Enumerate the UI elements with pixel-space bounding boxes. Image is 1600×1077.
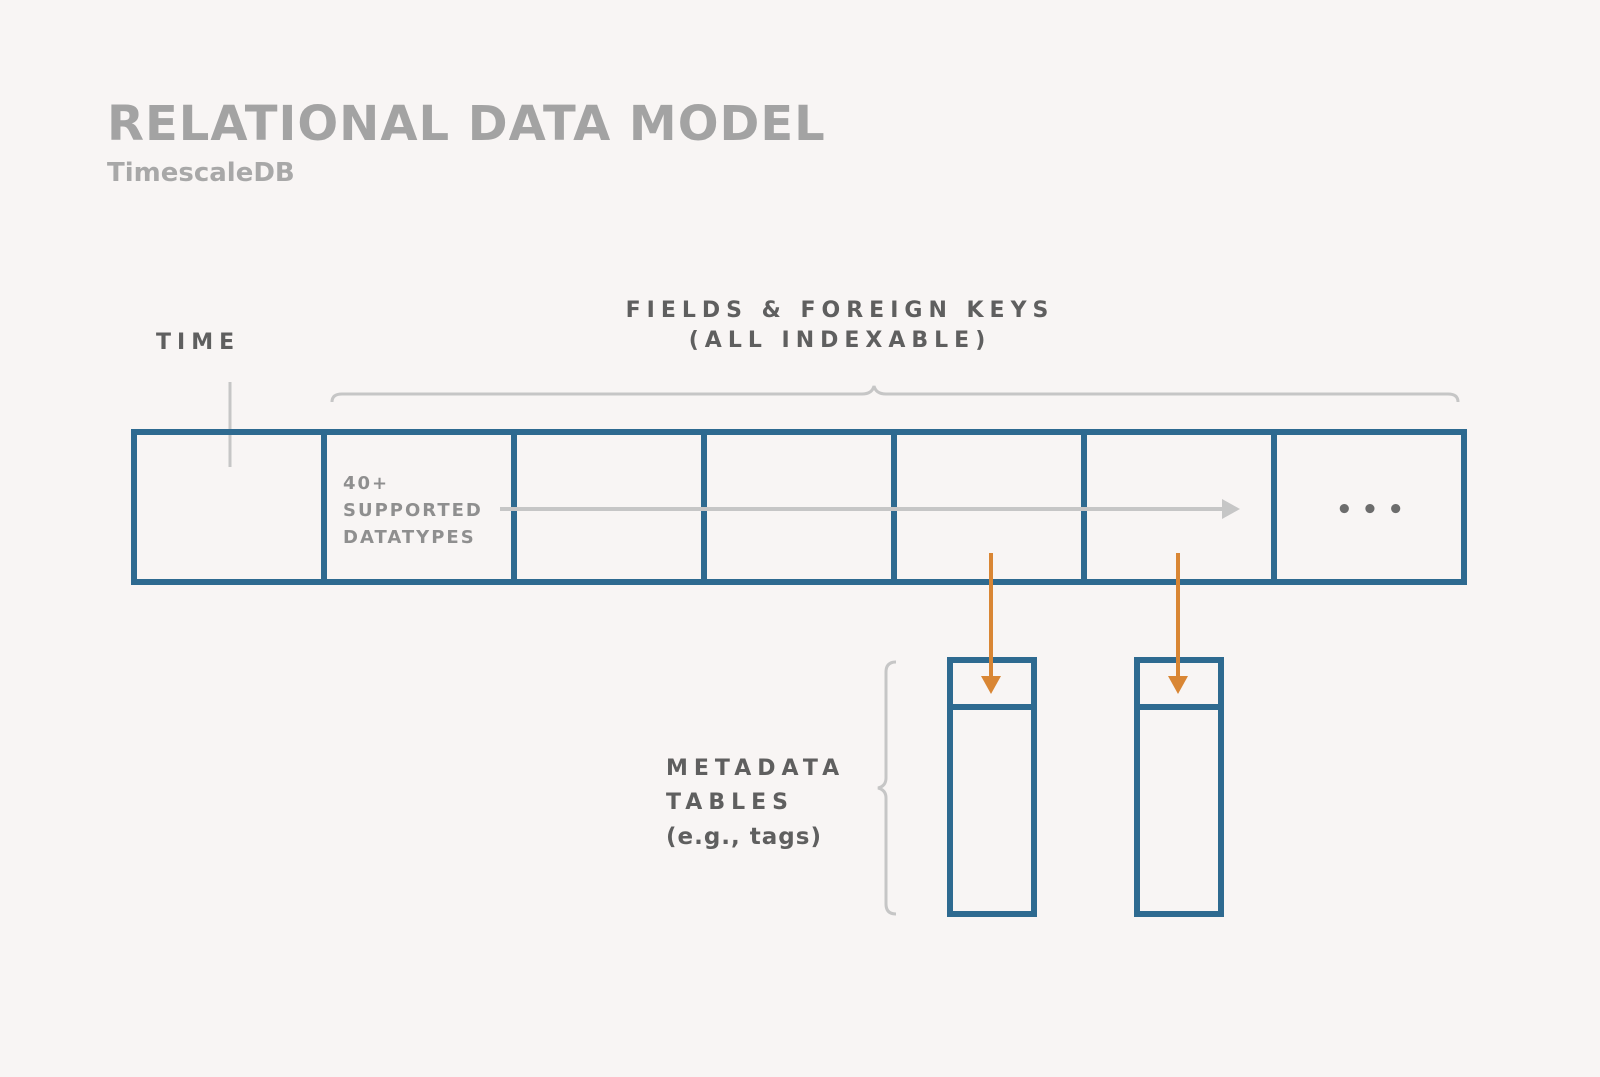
datatypes-label: 40+ SUPPORTED DATATYPES bbox=[343, 470, 483, 551]
diagram-title: RELATIONAL DATA MODEL bbox=[107, 96, 826, 152]
foreign-key-arrow-1-head bbox=[981, 676, 1001, 694]
datatypes-label-line2: SUPPORTED bbox=[343, 500, 483, 521]
metadata-table-1 bbox=[947, 657, 1037, 917]
metadata-label-line3: (e.g., tags) bbox=[666, 824, 822, 850]
row-cell-more bbox=[1271, 429, 1467, 585]
fields-label-line1: FIELDS & FOREIGN KEYS bbox=[625, 298, 1055, 323]
diagram-subtitle: TimescaleDB bbox=[107, 158, 295, 188]
time-column-label: TIME bbox=[156, 330, 241, 355]
metadata-brace bbox=[877, 660, 897, 916]
metadata-label-line1: METADATA bbox=[666, 756, 846, 781]
fields-foreign-keys-label: FIELDS & FOREIGN KEYS (ALL INDEXABLE) bbox=[560, 296, 1120, 356]
foreign-key-arrow-2-head bbox=[1168, 676, 1188, 694]
metadata-label-line2: TABLES bbox=[666, 790, 794, 815]
datatypes-label-line3: DATATYPES bbox=[343, 527, 476, 548]
more-fields-ellipsis: • • • bbox=[1336, 495, 1404, 525]
metadata-table-2-body bbox=[1134, 657, 1224, 917]
metadata-tables-label: METADATA TABLES (e.g., tags) bbox=[666, 752, 845, 854]
fields-label-line2: (ALL INDEXABLE) bbox=[688, 328, 992, 353]
datatypes-label-line1: 40+ bbox=[343, 473, 390, 494]
metadata-table-1-body bbox=[947, 657, 1037, 917]
datatypes-arrow-head bbox=[1222, 499, 1240, 519]
metadata-table-2 bbox=[1134, 657, 1224, 917]
fields-brace bbox=[330, 385, 1460, 403]
